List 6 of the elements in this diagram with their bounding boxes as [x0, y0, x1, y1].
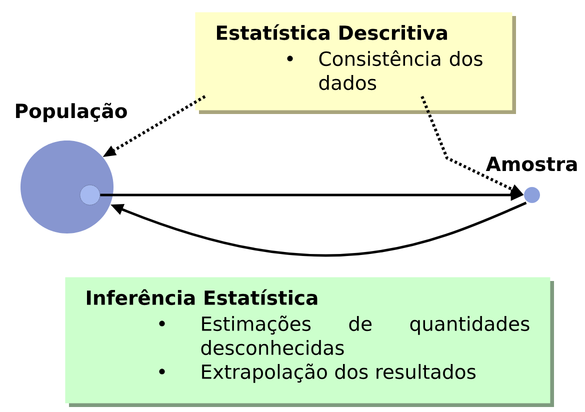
text-box: Inferência Estatística Estimações de quantidades desconhecidas Extrapolação dos resultados — [65, 277, 554, 407]
sphere-label: População — [16, 102, 127, 122]
sphere-label: Amostra — [486, 156, 577, 172]
arrow — [102, 95, 206, 157]
sample-circle — [80, 184, 100, 206]
text-box: Estatística Descritiva Consistência dos dados — [195, 12, 516, 114]
